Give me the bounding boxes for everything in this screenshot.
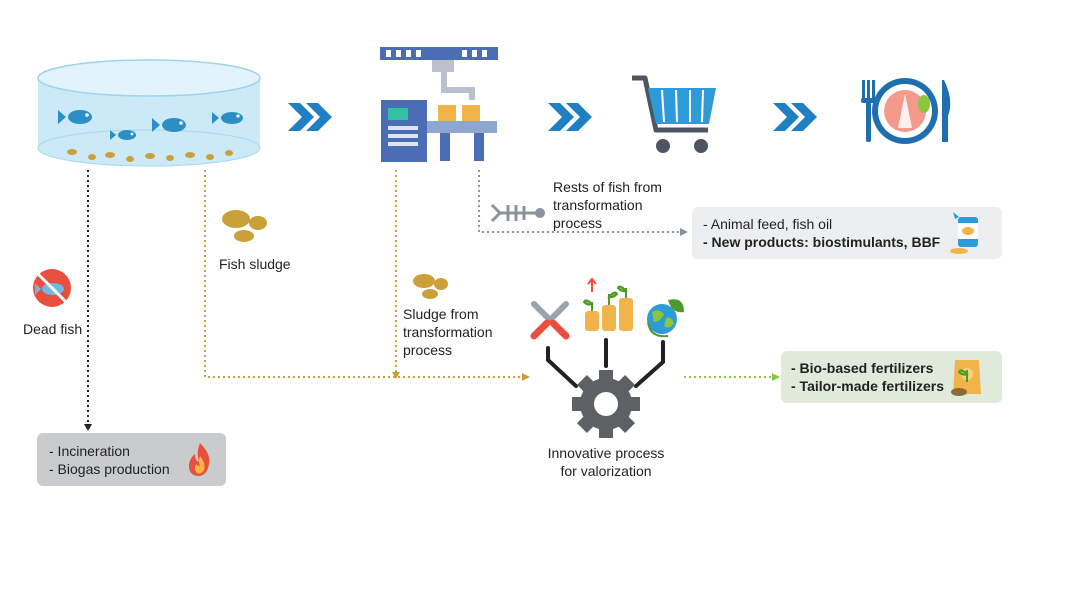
fire-icon	[188, 443, 210, 476]
rests-line-3: process	[553, 215, 603, 231]
transformation-sludge-label: Sludge from transformation process	[403, 305, 492, 359]
new-products-text: - New products: biostimulants, BBF	[703, 234, 941, 250]
biogas-text: - Biogas production	[49, 461, 170, 477]
innovative-line-2: for valorization	[560, 463, 652, 479]
fish-bone-icon	[490, 203, 545, 223]
animal-feed-box: - Animal feed, fish oil - New products: …	[692, 207, 1002, 259]
factory-icon	[380, 47, 498, 162]
tools-icon	[530, 301, 570, 340]
disposal-box: - Incineration - Biogas production	[37, 433, 226, 486]
sludge-line-2: transformation	[403, 324, 493, 340]
shopping-cart-icon	[632, 75, 716, 153]
bio-based-fertilizers-text: - Bio-based fertilizers	[791, 360, 934, 376]
sludge-icon	[222, 210, 267, 242]
fish-tank-icon	[37, 59, 261, 167]
tailor-made-fertilizers-text: - Tailor-made fertilizers	[791, 378, 945, 394]
gear-icon	[572, 370, 640, 438]
no-fish-icon	[33, 269, 71, 307]
fish-sludge-label: Fish sludge	[219, 256, 291, 272]
sludge-line-1: Sludge from	[403, 306, 479, 322]
chevron-arrow-icon	[288, 103, 817, 131]
rests-of-fish-label: Rests of fish from transformation proces…	[553, 178, 662, 232]
rests-line-1: Rests of fish from	[553, 179, 662, 195]
fertilizer-bag-icon	[951, 360, 981, 396]
sludge-icon	[413, 274, 448, 299]
fertilizers-box: - Bio-based fertilizers - Tailor-made fe…	[781, 351, 1002, 403]
innovative-process-label: Innovative process for valorization	[546, 444, 666, 480]
rests-flow-line	[478, 170, 680, 233]
fish-sludge-flow-line	[204, 170, 522, 378]
globe-leaf-icon	[647, 299, 684, 338]
innovative-line-1: Innovative process	[547, 445, 665, 461]
rests-line-2: transformation	[553, 197, 643, 213]
animal-feed-text: - Animal feed, fish oil	[703, 216, 833, 232]
canned-fish-icon	[950, 212, 978, 254]
plant-coins-icon	[582, 277, 633, 331]
sludge-line-3: process	[403, 342, 453, 358]
plate-icon	[861, 78, 951, 144]
dead-fish-label: Dead fish	[23, 321, 83, 337]
incineration-text: - Incineration	[49, 443, 130, 459]
